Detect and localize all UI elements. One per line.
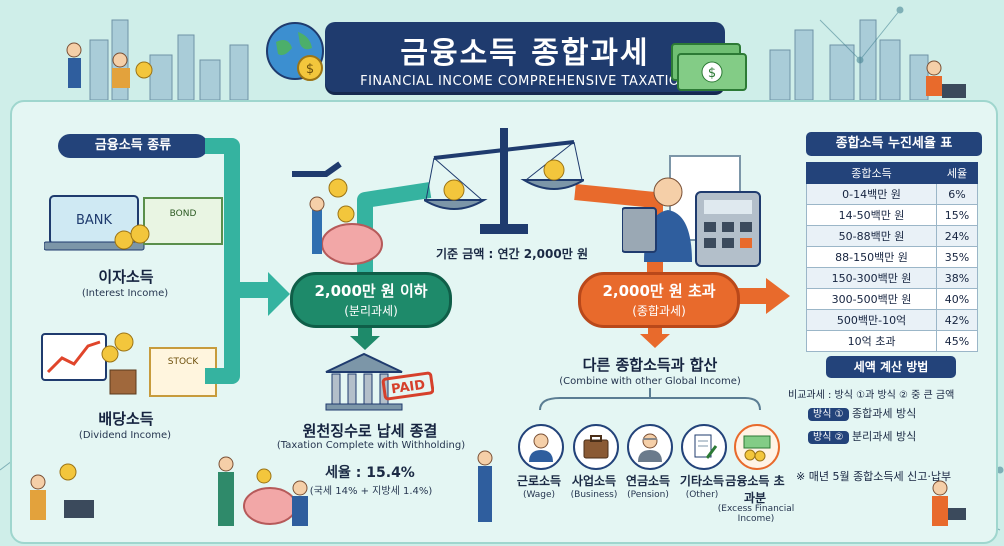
combine-sub: (Combine with other Global Income) bbox=[559, 376, 741, 387]
method-2-text: 분리과세 방식 bbox=[852, 430, 917, 443]
globe-icon: $ bbox=[262, 18, 328, 88]
person-sitting-icon bbox=[920, 478, 970, 542]
paid-stamp: PAID bbox=[390, 378, 426, 398]
method-compare: 비교과세 : 방식 ①과 방식 ② 중 큰 금액 bbox=[788, 390, 955, 401]
person-laptop-icon bbox=[914, 60, 974, 106]
withholding-rate: 세율 : 15.4% bbox=[325, 465, 415, 481]
combined-line1: 2,000만 원 초과 bbox=[602, 282, 716, 300]
svg-text:$: $ bbox=[708, 66, 716, 81]
stock-text: STOCK bbox=[168, 357, 200, 367]
income-wage-label: 근로소득 bbox=[516, 474, 562, 488]
income-types-heading: 금융소득 종류 bbox=[58, 134, 208, 158]
method-2-tag: 방식 ② bbox=[808, 431, 849, 444]
separate-line2: (분리과세) bbox=[344, 304, 398, 318]
pensioner-icon bbox=[627, 424, 673, 470]
wage-icon bbox=[518, 424, 564, 470]
excess-financial-icon bbox=[734, 424, 780, 470]
withholding-rate-detail: (국세 14% + 지방세 1.4%) bbox=[309, 486, 433, 497]
comprehensive-taxation-box: 2,000만 원 초과 (종합과세) bbox=[578, 272, 740, 328]
person-pointing-icon bbox=[470, 446, 500, 530]
income-pension-label: 연금소득 bbox=[625, 474, 671, 488]
people-piggy-icon bbox=[212, 454, 322, 538]
person-reading-icon bbox=[60, 40, 160, 104]
income-pension-sub: (Pension) bbox=[627, 490, 669, 500]
page-title: 금융소득 종합과세 bbox=[400, 36, 650, 71]
title-banner: 금융소득 종합과세 FINANCIAL INCOME COMPREHENSIVE… bbox=[325, 22, 725, 92]
income-other-sub: (Other) bbox=[685, 490, 719, 500]
cash-icon: $ bbox=[668, 38, 748, 98]
method-2: 방식 ② 분리과세 방식 bbox=[808, 428, 916, 444]
method-1-tag: 방식 ① bbox=[808, 408, 849, 421]
bank-text: BANK bbox=[76, 213, 113, 228]
income-excess-label: 금융소득 초과분 bbox=[725, 474, 785, 505]
page-subtitle: FINANCIAL INCOME COMPREHENSIVE TAXATION bbox=[360, 74, 690, 89]
withholding-title: 원천징수로 납세 종결 bbox=[302, 422, 438, 440]
interest-income-sub: (Interest Income) bbox=[81, 288, 169, 299]
dividend-income-label: 배당소득 bbox=[98, 410, 154, 428]
piggy-bank-icon bbox=[292, 150, 392, 270]
combined-line2: (종합과세) bbox=[632, 304, 686, 318]
combine-title: 다른 종합소득과 합산 bbox=[582, 356, 718, 374]
balance-scale-icon bbox=[420, 118, 588, 242]
rate-col-rate: 세율 bbox=[936, 162, 978, 184]
income-business-sub: (Business) bbox=[570, 490, 618, 500]
income-business-label: 사업소득 bbox=[571, 474, 617, 488]
bank-laptop-icon: BANK BOND bbox=[43, 190, 224, 260]
document-pen-icon bbox=[681, 424, 727, 470]
dividend-income-sub: (Dividend Income) bbox=[78, 430, 172, 441]
income-other-label: 기타소득 bbox=[679, 474, 725, 488]
income-excess-sub: (Excess Financial Income) bbox=[717, 504, 795, 524]
threshold-label: 기준 금액 : 연간 2,000만 원 bbox=[436, 247, 588, 261]
withholding-sub: (Taxation Complete with Withholding) bbox=[276, 440, 466, 451]
filing-note: ※ 매년 5월 종합소득세 신고·납부 bbox=[796, 470, 952, 483]
rate-table-title: 종합소득 누진세율 표 bbox=[806, 132, 982, 156]
rate-col-income: 종합소득 bbox=[805, 162, 938, 184]
income-wage-sub: (Wage) bbox=[522, 490, 556, 500]
accountant-calculator-icon bbox=[621, 152, 772, 276]
government-building-icon: PAID bbox=[324, 352, 435, 416]
separate-line1: 2,000만 원 이하 bbox=[314, 282, 428, 300]
svg-text:$: $ bbox=[306, 62, 314, 77]
bond-text: BOND bbox=[170, 209, 197, 219]
stock-chart-icon: STOCK bbox=[40, 320, 220, 404]
people-coins-icon bbox=[20, 460, 100, 534]
method-1-text: 종합과세 방식 bbox=[852, 407, 917, 420]
interest-income-label: 이자소득 bbox=[98, 268, 154, 286]
method-title: 세액 계산 방법 bbox=[826, 356, 956, 378]
briefcase-icon bbox=[573, 424, 619, 470]
method-1: 방식 ① 종합과세 방식 bbox=[808, 405, 916, 421]
separate-taxation-box: 2,000만 원 이하 (분리과세) bbox=[290, 272, 452, 328]
